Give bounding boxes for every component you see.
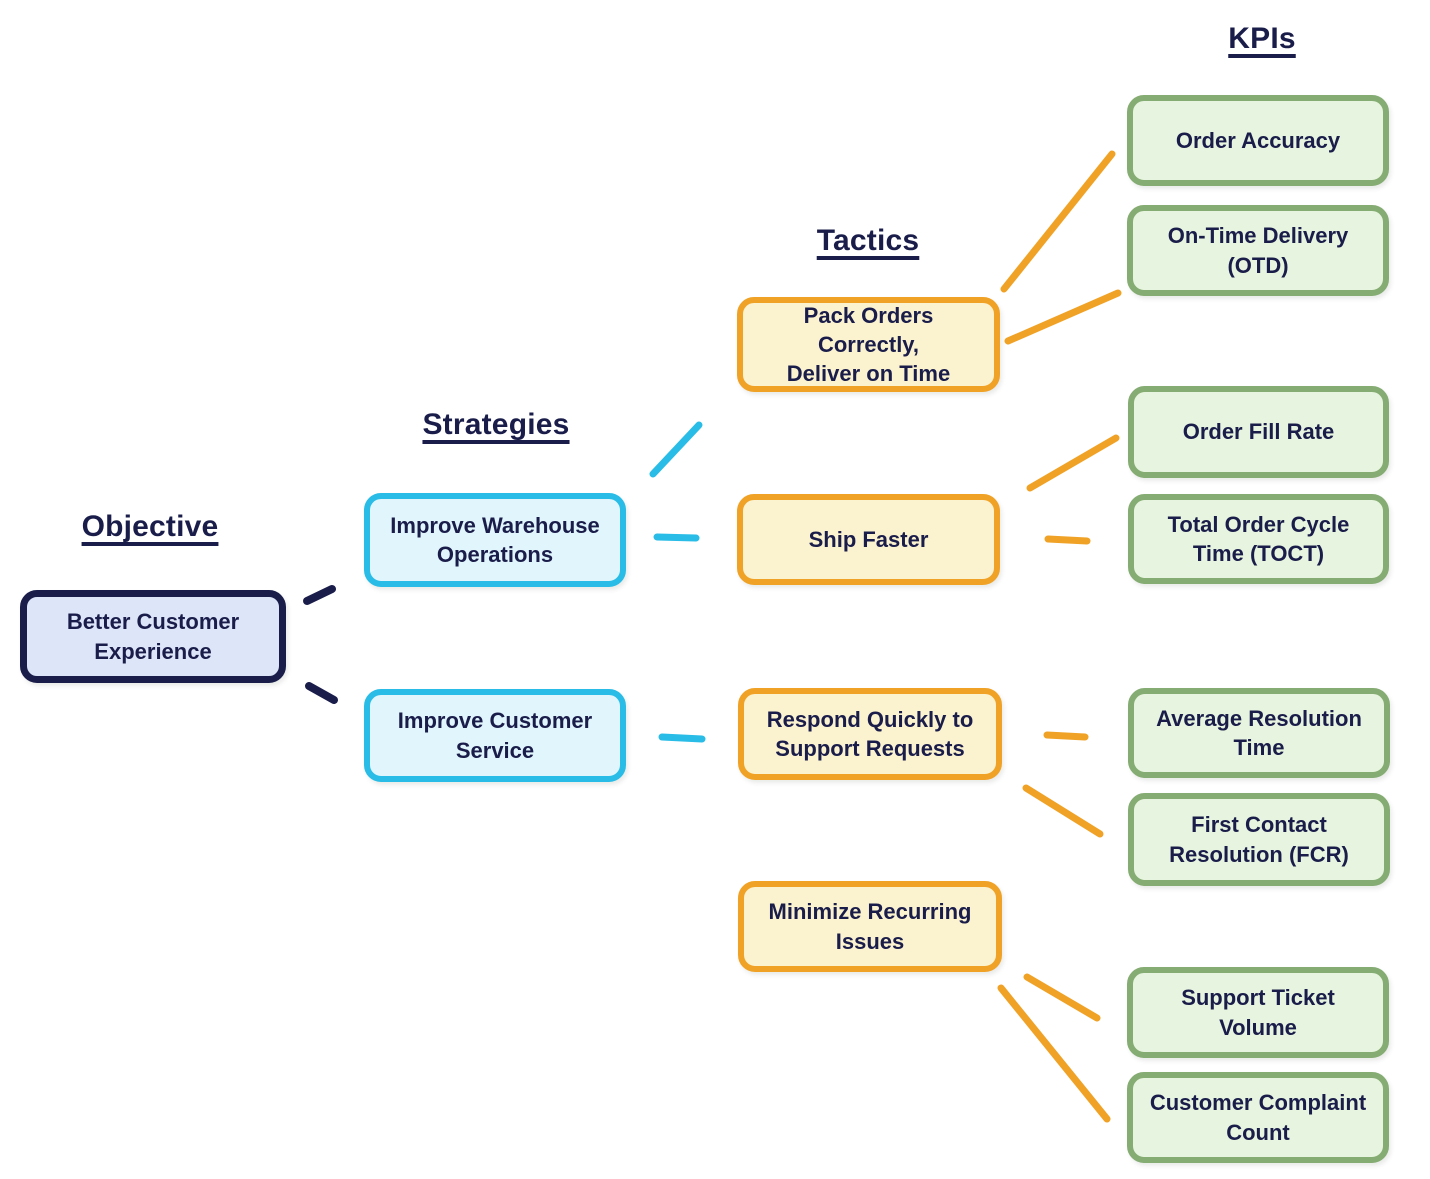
kpi-node-customer-complaint-count: Customer Complaint Count [1127, 1072, 1389, 1163]
edge-pack-orders-to-order-accuracy [1000, 150, 1116, 293]
objective-node-better-customer-experience: Better Customer Experience [20, 590, 286, 683]
column-header-strategies: Strategies [422, 408, 570, 441]
kpi-node-on-time-delivery: On-Time Delivery (OTD) [1127, 205, 1389, 296]
kpi-node-order-fill-rate: Order Fill Rate [1128, 386, 1389, 478]
edge-minimize-issues-to-support-ticket-volume [1023, 973, 1101, 1022]
edge-ship-faster-to-order-fill-rate [1026, 434, 1120, 492]
kpi-node-order-accuracy: Order Accuracy [1127, 95, 1389, 186]
column-header-tactics: Tactics [816, 224, 920, 257]
strategy-node-improve-warehouse-operations: Improve Warehouse Operations [364, 493, 626, 587]
column-header-objective: Objective [81, 510, 219, 543]
kpi-node-first-contact-resolution: First Contact Resolution (FCR) [1128, 793, 1390, 886]
edge-pack-orders-to-on-time-delivery [1004, 289, 1122, 345]
tactic-node-ship-faster: Ship Faster [737, 494, 1000, 585]
edge-improve-customer-service-to-respond-quickly [658, 733, 706, 743]
edge-objective-to-improve-warehouse-operations [303, 585, 336, 605]
kpi-node-average-resolution-time: Average Resolution Time [1128, 688, 1390, 778]
kpi-node-support-ticket-volume: Support Ticket Volume [1127, 967, 1389, 1058]
strategy-node-improve-customer-service: Improve Customer Service [364, 689, 626, 782]
kpi-node-total-order-cycle-time: Total Order Cycle Time (TOCT) [1128, 494, 1389, 584]
edge-improve-warehouse-to-pack-orders [649, 421, 703, 478]
column-header-kpis: KPIs [1228, 22, 1296, 55]
edge-respond-quickly-to-fcr [1022, 784, 1104, 838]
edge-ship-faster-to-toct [1044, 535, 1091, 545]
edge-minimize-issues-to-customer-complaint-count [997, 984, 1111, 1123]
tactic-node-minimize-recurring-issues: Minimize Recurring Issues [738, 881, 1002, 972]
tactic-node-respond-quickly: Respond Quickly to Support Requests [738, 688, 1002, 780]
edge-respond-quickly-to-average-resolution-time [1043, 731, 1089, 741]
tactic-node-pack-orders-correctly: Pack Orders Correctly, Deliver on Time [737, 297, 1000, 392]
edge-improve-warehouse-to-ship-faster [653, 533, 700, 542]
edge-objective-to-improve-customer-service [305, 682, 338, 704]
